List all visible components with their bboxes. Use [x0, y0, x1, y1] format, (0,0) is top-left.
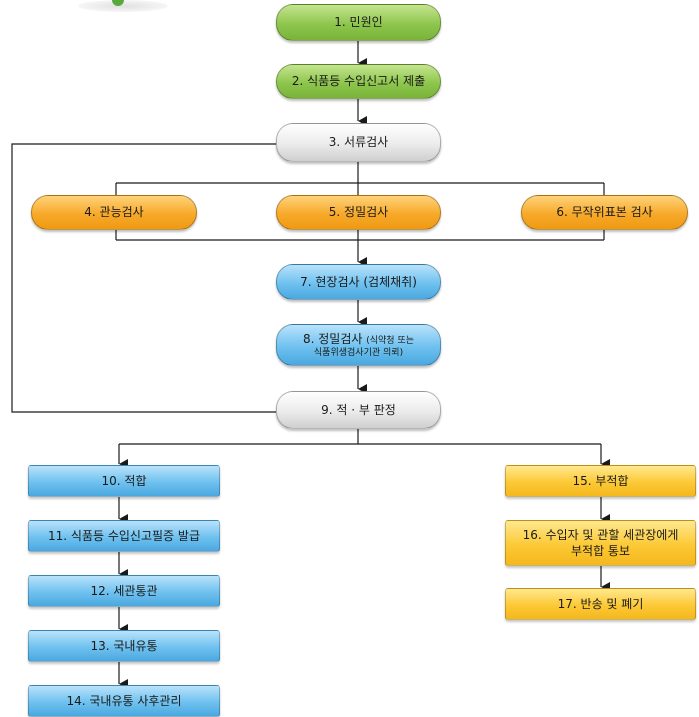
step-1-applicant: 1. 민원인	[276, 4, 441, 41]
step-8-label: 8. 정밀검사	[302, 331, 363, 346]
step-11-issue-certificate: 11. 식품등 수입신고필증 발급	[28, 520, 220, 552]
step-8-note-2: 식품위생검사기관 의뢰)	[313, 348, 404, 359]
step-3-label: 3. 서류검사	[328, 135, 389, 150]
step-2-label: 2. 식품등 수입신고서 제출	[291, 74, 426, 89]
step-5-detailed-inspection: 5. 정밀검사	[276, 195, 441, 230]
step-3-document-review: 3. 서류검사	[276, 123, 441, 162]
step-14-post-management: 14. 국내유통 사후관리	[28, 685, 220, 717]
bypass-line	[11, 143, 276, 413]
step-16-line-1: 16. 수입자 및 관할 세관장에게	[522, 527, 679, 542]
logo-shadow	[78, 0, 168, 12]
step-13-label: 13. 국내유통	[90, 638, 158, 653]
step-7-label: 7. 현장검사 (검체채취)	[300, 274, 417, 289]
step-17-label: 17. 반송 및 폐기	[557, 596, 644, 611]
step-13-domestic-distribution: 13. 국내유통	[28, 630, 220, 662]
step-6-label: 6. 무작위표본 검사	[556, 205, 653, 220]
step-12-customs-clearance: 12. 세관통관	[28, 575, 220, 607]
step-6-random-sample-inspection: 6. 무작위표본 검사	[521, 195, 688, 230]
step-16-line-2: 부적합 통보	[570, 544, 630, 558]
step-2-submit-declaration: 2. 식품등 수입신고서 제출	[276, 64, 441, 99]
step-15-fail: 15. 부적합	[505, 465, 696, 497]
step-1-label: 1. 민원인	[334, 15, 383, 30]
step-10-label: 10. 적합	[101, 473, 147, 488]
step-14-label: 14. 국내유통 사후관리	[66, 693, 182, 708]
step-5-label: 5. 정밀검사	[328, 205, 389, 220]
step-8-note-1: (식약청 또는	[366, 335, 415, 346]
step-15-label: 15. 부적합	[572, 473, 629, 488]
step-7-onsite-inspection: 7. 현장검사 (검체채취)	[276, 264, 441, 300]
step-8-detailed-inspection: 8. 정밀검사 (식약청 또는 식품위생검사기관 의뢰)	[276, 324, 441, 366]
logo-icon	[112, 0, 124, 6]
step-9-judgement: 9. 적 · 부 판정	[276, 391, 441, 429]
step-16-notify-fail: 16. 수입자 및 관할 세관장에게 부적합 통보	[505, 520, 696, 566]
step-4-label: 4. 관능검사	[84, 205, 144, 220]
step-17-return-dispose: 17. 반송 및 폐기	[505, 588, 696, 620]
step-4-sensory-inspection: 4. 관능검사	[31, 195, 197, 230]
step-9-label: 9. 적 · 부 판정	[321, 402, 396, 417]
step-10-pass: 10. 적합	[28, 465, 220, 497]
step-12-label: 12. 세관통관	[90, 583, 158, 598]
step-11-label: 11. 식품등 수입신고필증 발급	[48, 528, 200, 543]
step-8-line-1: 8. 정밀검사 (식약청 또는	[303, 331, 414, 347]
